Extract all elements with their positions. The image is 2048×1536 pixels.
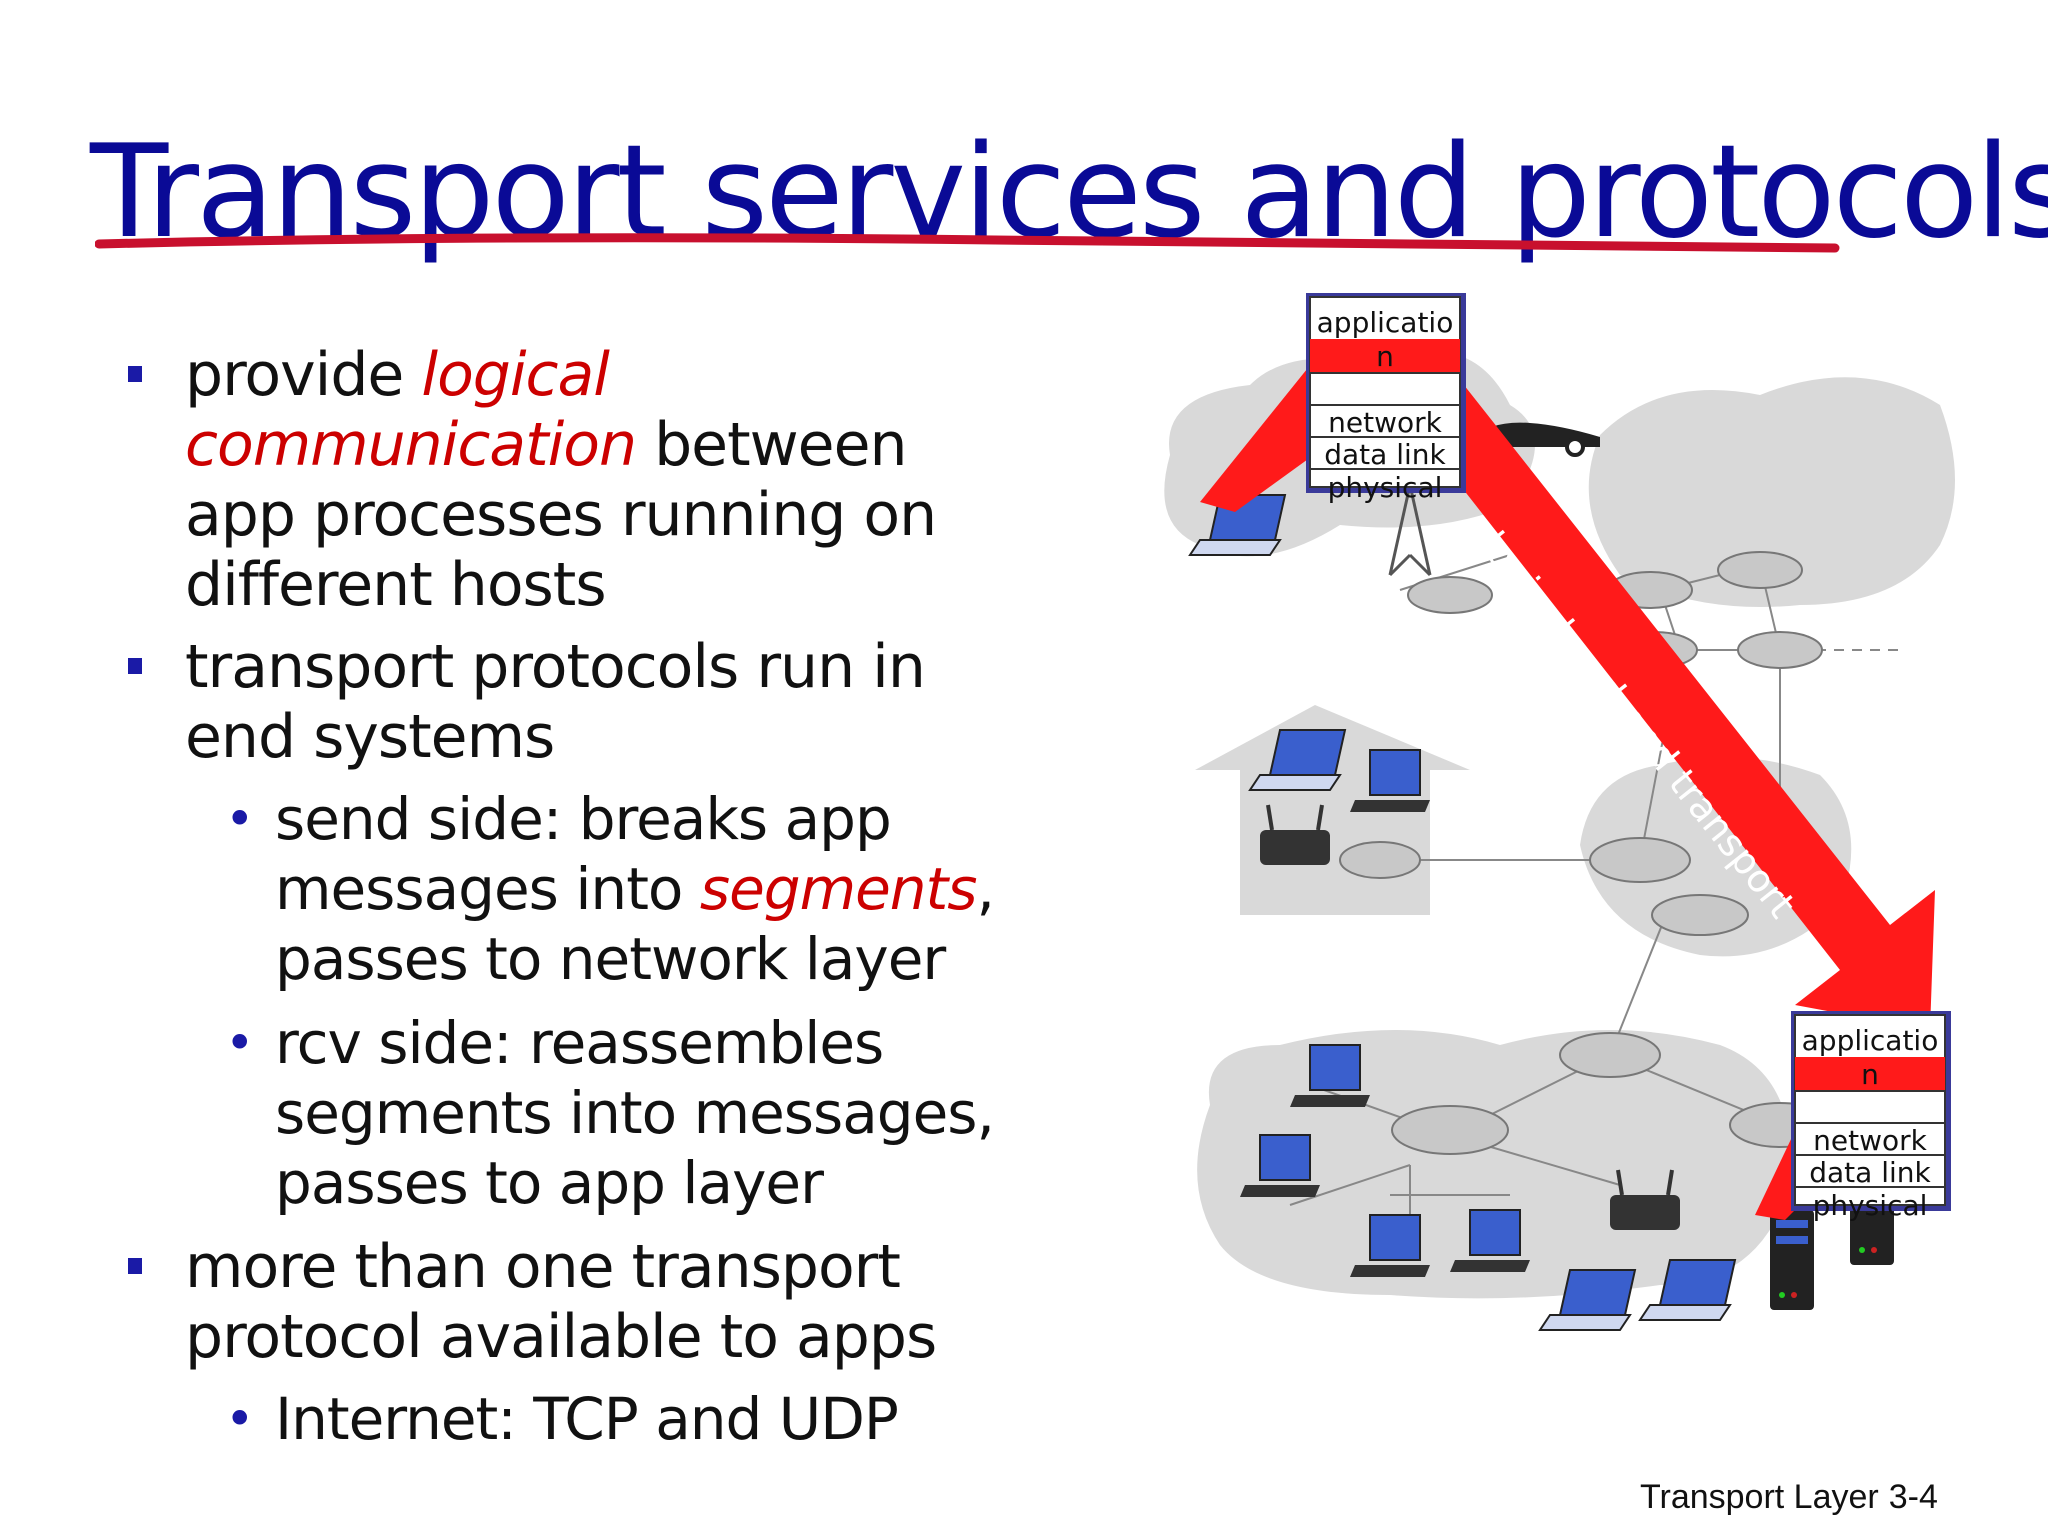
- stack-layer-label: network: [1328, 406, 1442, 439]
- sub-bullet-item: • Internet: TCP and UDP: [120, 1384, 1020, 1454]
- bullet-dot-icon: •: [225, 1014, 254, 1072]
- highlight-term: logical communication: [185, 340, 637, 480]
- stack-layer-label: applicatio: [1802, 1024, 1939, 1057]
- sub-bullet-item: • send side: breaks app messages into se…: [120, 784, 1020, 994]
- wireless-router-icon: [1610, 1169, 1680, 1230]
- page-number: 3-4: [1888, 1478, 1938, 1516]
- footer-text: Transport Layer: [1640, 1478, 1879, 1516]
- desktop-computer-icon: [1450, 1209, 1530, 1272]
- stack-layer-label: data link: [1324, 438, 1446, 471]
- bullet-text: rcv side: reassembles segments into mess…: [275, 1009, 995, 1217]
- title-underline: [95, 233, 1840, 253]
- bottom-protocol-stack: applicatio n network data link physical: [1755, 1011, 1951, 1222]
- bullet-text: between app processes running on differe…: [185, 410, 937, 620]
- bullet-text: Internet: TCP and UDP: [275, 1385, 899, 1453]
- top-protocol-stack: applicatio n network data link physical: [1200, 293, 1466, 512]
- bullet-item: provide logical communication between ap…: [120, 340, 1020, 620]
- bullet-square-icon: [128, 658, 142, 674]
- bullet-square-icon: [128, 1258, 142, 1274]
- desktop-computer-icon: [1350, 1214, 1430, 1277]
- bullet-text: provide: [185, 340, 422, 410]
- cell-tower-icon: [1388, 484, 1432, 577]
- laptop-icon: [1538, 1269, 1637, 1331]
- desktop-computer-icon: [1290, 1044, 1370, 1107]
- bullet-square-icon: [128, 366, 142, 382]
- bullet-list: provide logical communication between ap…: [120, 340, 1020, 1468]
- stack-layer-label: applicatio: [1317, 306, 1454, 339]
- stack-layer-label: physical: [1813, 1189, 1928, 1222]
- bullet-item: transport protocols run in end systems: [120, 632, 1020, 772]
- sub-bullet-item: • rcv side: reassembles segments into me…: [120, 1008, 1020, 1218]
- bullet-item: more than one transport protocol availab…: [120, 1232, 1020, 1372]
- stack-layer-label: data link: [1809, 1156, 1931, 1189]
- stack-layer-label: network: [1813, 1124, 1927, 1157]
- stack-layer-label: n: [1376, 340, 1394, 373]
- isp-network-cloud: [1588, 377, 1955, 607]
- stack-layer-label: physical: [1328, 471, 1443, 504]
- bullet-text: , passes to network layer: [275, 855, 995, 993]
- highlight-term: segments: [699, 855, 978, 923]
- bullet-text: send side: breaks app messages into: [275, 785, 892, 923]
- stack-layer-label: n: [1861, 1058, 1879, 1091]
- network-diagram: logical end-end transport applicatio n n…: [1164, 293, 1955, 1331]
- desktop-computer-icon: [1350, 749, 1430, 812]
- server-icon: [1770, 1210, 1814, 1310]
- bullet-text: transport protocols run in end systems: [185, 632, 926, 772]
- laptop-icon: [1638, 1259, 1737, 1321]
- laptop-icon: [1248, 729, 1347, 791]
- wireless-router-icon: [1260, 804, 1330, 865]
- bullet-dot-icon: •: [225, 790, 254, 848]
- bullet-text: more than one transport protocol availab…: [185, 1232, 937, 1372]
- desktop-computer-icon: [1240, 1134, 1320, 1197]
- bullet-dot-icon: •: [225, 1390, 254, 1448]
